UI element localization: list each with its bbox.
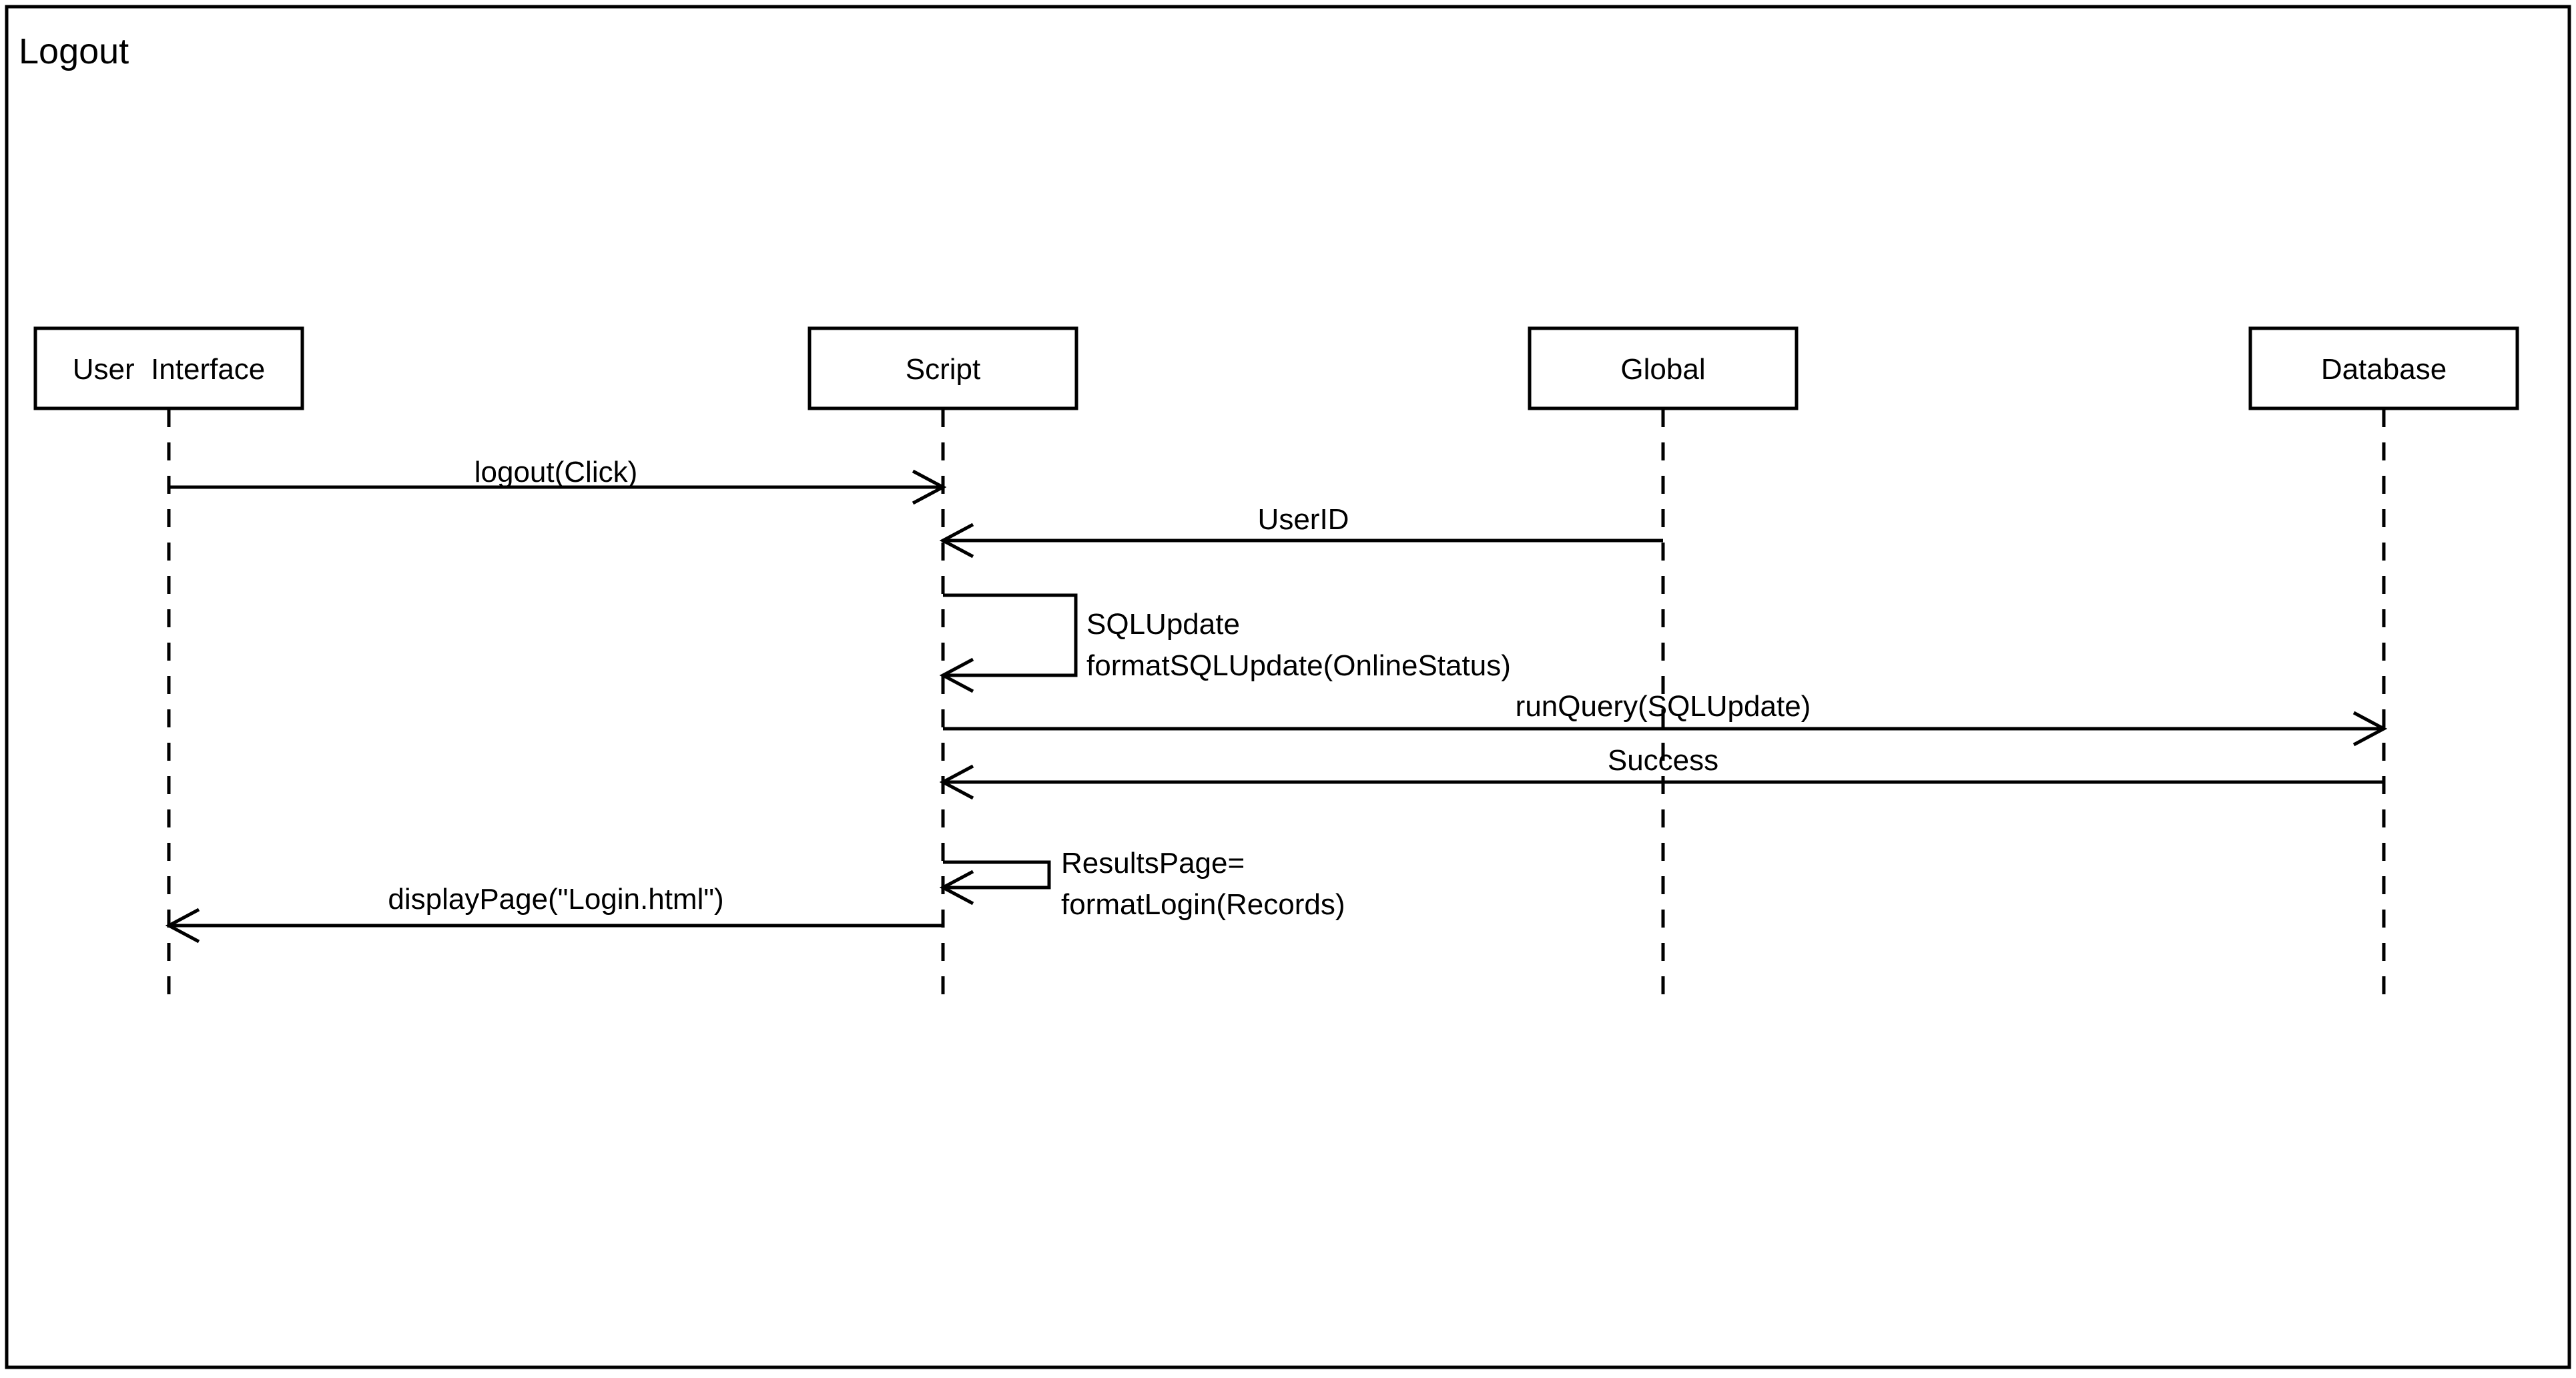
actor-box-script xyxy=(808,326,1078,410)
message-displaypage-label: displayPage("Login.html") xyxy=(388,883,723,916)
message-success-label: Success xyxy=(1608,744,1718,777)
self-message-loop xyxy=(943,860,1051,890)
message-userid-label: UserID xyxy=(1258,503,1349,536)
self-message-label-line2: formatSQLUpdate(OnlineStatus) xyxy=(1086,649,1511,682)
actor-label-user-interface: User Interface xyxy=(73,353,266,386)
message-logout-label: logout(Click) xyxy=(474,456,638,488)
actor-label-script: Script xyxy=(906,353,980,386)
message-userid: UserID xyxy=(939,503,1663,559)
actor-user-interface: User Interface xyxy=(33,326,304,410)
message-runquery-label: runQuery(SQLUpdate) xyxy=(1516,690,1811,723)
arrowhead-left-icon xyxy=(939,870,974,906)
actor-global: Global xyxy=(1528,326,1799,410)
message-success: Success xyxy=(939,744,2384,800)
diagram-title: Logout xyxy=(19,31,129,71)
self-message-label-line1: ResultsPage= xyxy=(1061,847,1245,880)
self-message-label-line1: SQLUpdate xyxy=(1086,608,1240,641)
message-self-format-sqlupdate: SQLUpdate formatSQLUpdate(OnlineStatus) xyxy=(939,593,1511,693)
self-message-label-line2: formatLogin(Records) xyxy=(1061,888,1345,921)
message-displaypage: displayPage("Login.html") xyxy=(165,883,943,944)
message-self-results-page: ResultsPage= formatLogin(Records) xyxy=(939,847,1345,921)
arrowhead-left-icon xyxy=(939,764,974,800)
actor-label-global: Global xyxy=(1620,353,1705,386)
message-logout: logout(Click) xyxy=(169,456,947,505)
actor-database: Database xyxy=(2248,326,2519,410)
actor-box-database xyxy=(2248,326,2519,410)
message-runquery: runQuery(SQLUpdate) xyxy=(943,690,2388,747)
actor-box-global xyxy=(1528,326,1799,410)
arrowhead-right-icon xyxy=(2352,711,2388,747)
self-message-loop xyxy=(943,593,1078,677)
actor-script: Script xyxy=(808,326,1078,410)
arrowhead-left-icon xyxy=(939,523,974,559)
actor-label-database: Database xyxy=(2321,353,2447,386)
arrowhead-right-icon xyxy=(912,469,947,505)
diagram-border xyxy=(5,5,2571,1369)
arrowhead-left-icon xyxy=(939,657,974,693)
actor-box-user-interface xyxy=(33,326,304,410)
arrowhead-left-icon xyxy=(165,908,200,944)
